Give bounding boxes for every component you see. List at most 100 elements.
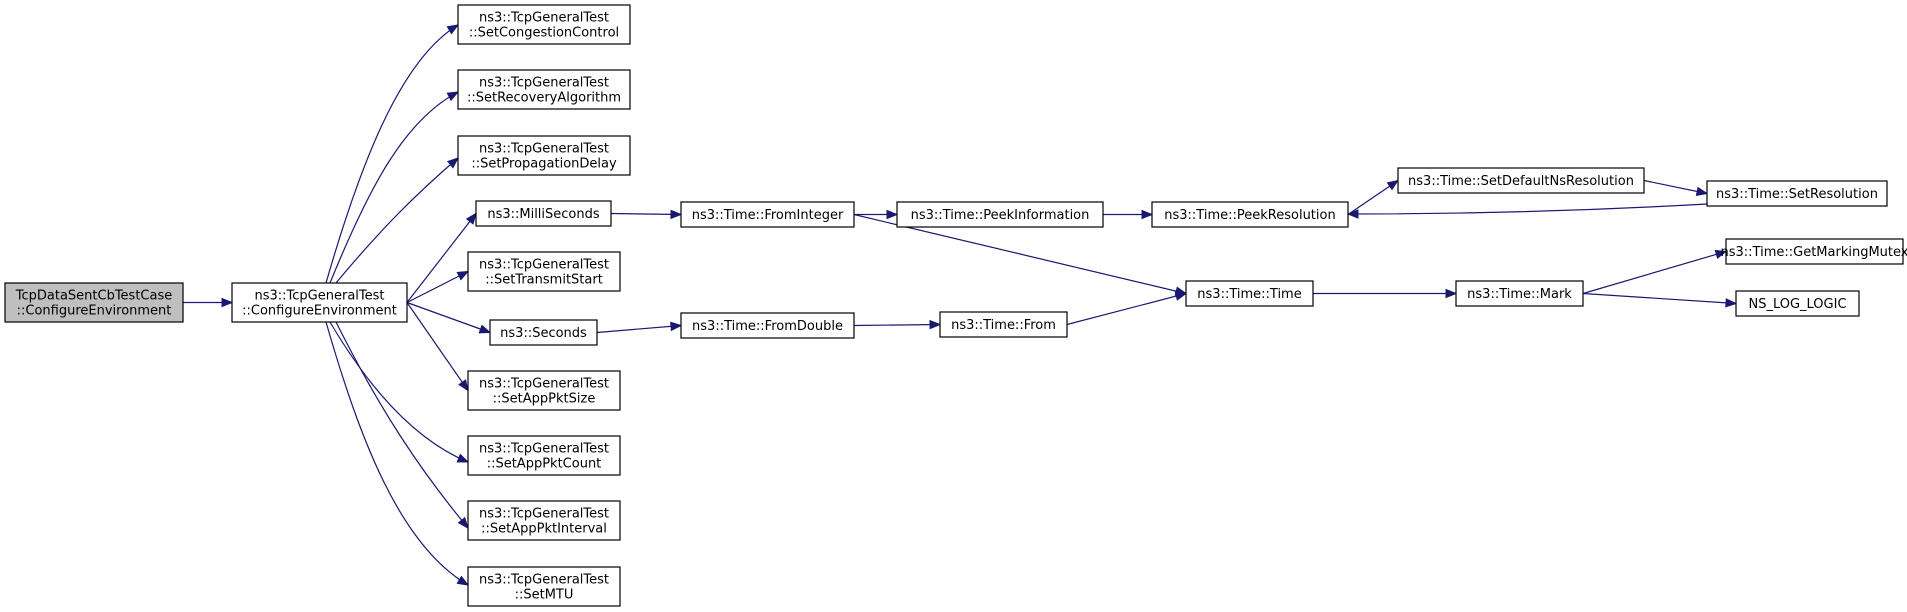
edge-arrowhead — [478, 324, 492, 334]
node-fromdbl[interactable]: ns3::Time::FromDouble — [680, 312, 855, 339]
node-peekinfo[interactable]: ns3::Time::PeekInformation — [896, 201, 1104, 228]
edge-fromdbl-to-from — [853, 319, 942, 330]
node-setcc[interactable]: ns3::TcpGeneralTest::SetCongestionContro… — [457, 4, 631, 45]
edge-arrowhead — [456, 270, 470, 281]
edge-seconds-to-fromdbl — [596, 321, 683, 334]
edge-line — [329, 91, 459, 284]
node-label: ns3::Time::FromInteger — [692, 208, 844, 223]
edge-line — [335, 157, 459, 284]
node-label: ::SetAppPktInterval — [481, 522, 607, 537]
node-box — [475, 200, 612, 227]
node-pktcount[interactable]: ns3::TcpGeneralTest::SetAppPktCount — [467, 435, 621, 476]
node-settx[interactable]: ns3::TcpGeneralTest::SetTransmitStart — [467, 251, 621, 292]
edge-arrowhead — [456, 575, 470, 586]
node-box — [467, 500, 621, 541]
node-root[interactable]: TcpDataSentCbTestCase::ConfigureEnvironm… — [4, 282, 184, 323]
node-label: ns3::MilliSeconds — [487, 207, 600, 222]
edge-arrowhead — [1386, 179, 1400, 191]
node-mtu[interactable]: ns3::TcpGeneralTest::SetMTU — [467, 566, 621, 607]
edge-line — [853, 323, 941, 327]
edge-arrowhead — [446, 91, 460, 102]
edge-cfg-to-setcc — [325, 24, 460, 284]
edge-peekres-to-setdef — [1347, 179, 1400, 215]
edge-line — [1582, 250, 1727, 295]
edge-arrowhead — [886, 209, 899, 220]
node-milli[interactable]: ns3::MilliSeconds — [475, 200, 612, 227]
node-from[interactable]: ns3::Time::From — [939, 311, 1068, 338]
edge-root-to-cfg — [183, 297, 234, 308]
edge-fromint-to-peekinfo — [854, 209, 899, 220]
edge-mark-to-nslog — [1582, 292, 1738, 308]
edge-cfg-to-pktint — [335, 321, 469, 530]
edge-cfg-to-setprop — [335, 157, 460, 284]
node-setres[interactable]: ns3::Time::SetResolution — [1706, 180, 1888, 207]
node-label: ns3::Time::From — [951, 318, 1056, 333]
node-box — [457, 135, 631, 176]
edge-cfg-to-settx — [406, 270, 470, 304]
node-box — [4, 282, 184, 323]
node-fromint[interactable]: ns3::Time::FromInteger — [680, 201, 855, 228]
edge-milli-to-fromint — [610, 209, 683, 220]
edge-peekinfo-to-peekres — [1103, 209, 1154, 220]
edge-arrowhead — [221, 297, 234, 308]
edge-arrowhead — [1346, 209, 1359, 219]
node-label: ns3::Seconds — [500, 326, 587, 341]
node-label: ::SetCongestionControl — [469, 26, 619, 41]
node-box — [1735, 290, 1860, 317]
edge-arrowhead — [670, 321, 683, 332]
edge-arrowhead — [456, 453, 470, 463]
node-label: ns3::TcpGeneralTest — [479, 377, 609, 392]
node-cfg[interactable]: ns3::TcpGeneralTest::ConfigureEnvironmen… — [231, 282, 408, 323]
node-label: ::SetPropagationDelay — [471, 157, 617, 172]
node-label: ns3::TcpGeneralTest — [479, 258, 609, 273]
node-label: ns3::TcpGeneralTest — [479, 442, 609, 457]
node-nslog[interactable]: NS_LOG_LOGIC — [1735, 290, 1860, 317]
edge-arrowhead — [457, 516, 469, 530]
node-label: ns3::Time::PeekInformation — [911, 208, 1090, 223]
node-box — [457, 4, 631, 45]
edge-line — [406, 270, 469, 304]
edge-line — [1643, 179, 1708, 195]
node-time[interactable]: ns3::Time::Time — [1185, 280, 1314, 307]
edge-line — [406, 302, 469, 391]
node-box — [457, 69, 631, 110]
node-setrec[interactable]: ns3::TcpGeneralTest::SetRecoveryAlgorith… — [457, 69, 631, 110]
node-label: ns3::Time::GetMarkingMutex — [1721, 245, 1907, 260]
node-box — [467, 435, 621, 476]
edge-arrowhead — [1725, 298, 1738, 308]
node-label: ns3::TcpGeneralTest — [254, 289, 384, 304]
edge-arrowhead — [670, 209, 683, 220]
node-box — [231, 282, 408, 323]
edge-cfg-to-seconds — [406, 301, 492, 334]
node-mark[interactable]: ns3::Time::Mark — [1455, 280, 1584, 307]
edge-from-to-time — [1066, 291, 1188, 326]
node-layer: TcpDataSentCbTestCase::ConfigureEnvironm… — [4, 4, 1907, 607]
edge-line — [1582, 292, 1737, 305]
node-getmutex[interactable]: ns3::Time::GetMarkingMutex — [1721, 238, 1907, 265]
node-label: ns3::Time::Mark — [1467, 287, 1572, 302]
node-label: ns3::Time::Time — [1197, 287, 1301, 302]
node-box — [680, 201, 855, 228]
edge-line — [406, 301, 491, 334]
node-label: ns3::TcpGeneralTest — [479, 142, 609, 157]
node-peekres[interactable]: ns3::Time::PeekResolution — [1151, 201, 1349, 228]
edge-line — [325, 24, 459, 284]
node-pktint[interactable]: ns3::TcpGeneralTest::SetAppPktInterval — [467, 500, 621, 541]
node-label: ::SetTransmitStart — [485, 273, 603, 288]
node-setdef[interactable]: ns3::Time::SetDefaultNsResolution — [1397, 167, 1645, 194]
node-pktsize[interactable]: ns3::TcpGeneralTest::SetAppPktSize — [467, 370, 621, 411]
node-label: ::SetAppPktCount — [487, 457, 602, 472]
edge-arrowhead — [1714, 249, 1728, 260]
node-box — [1151, 201, 1349, 228]
node-label: ::SetAppPktSize — [493, 392, 596, 407]
edge-line — [853, 213, 1187, 295]
node-label: NS_LOG_LOGIC — [1748, 297, 1846, 312]
edge-cfg-to-mtu — [325, 321, 470, 586]
edge-line — [1066, 292, 1187, 326]
node-label: ::SetMTU — [515, 588, 574, 603]
node-label: TcpDataSentCbTestCase — [15, 289, 173, 304]
node-seconds[interactable]: ns3::Seconds — [489, 319, 598, 346]
node-setprop[interactable]: ns3::TcpGeneralTest::SetPropagationDelay — [457, 135, 631, 176]
node-box — [680, 312, 855, 339]
edge-arrowhead — [1695, 186, 1709, 197]
